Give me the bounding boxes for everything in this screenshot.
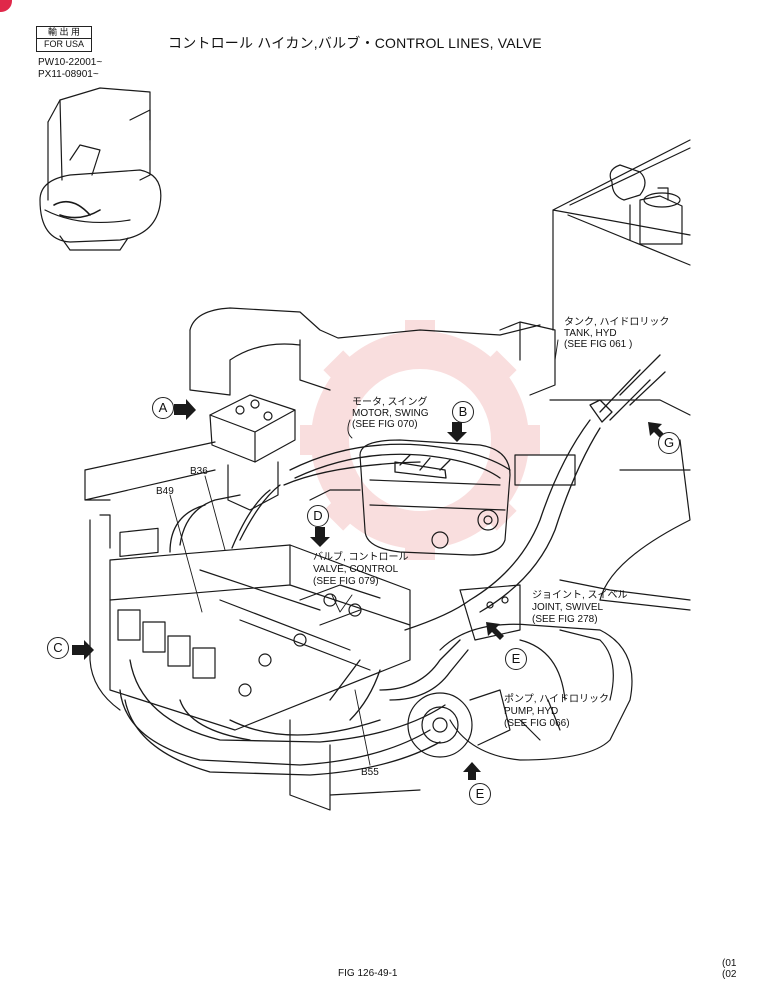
swivel-joint-shape: [459, 584, 521, 641]
valve-label-jp: バルブ, コントロール: [313, 552, 409, 563]
motor-label-ref: (SEE FIG 070): [352, 419, 418, 430]
view-marker-g: G: [658, 432, 680, 454]
stamp-jp: 輸 出 用: [47, 27, 80, 37]
view-marker-e-lower: E: [469, 783, 491, 805]
figure-number: FIG 126-49-1: [338, 968, 398, 979]
pilot-valve-shape: [209, 394, 296, 511]
pump-label-ref: (SEE FIG 066): [504, 718, 570, 729]
view-marker-c: C: [47, 637, 69, 659]
serial-2: PX11-08901~: [38, 69, 99, 80]
tank-label-jp: タンク, ハイドロリック: [564, 317, 670, 328]
motor-label-jp: モータ, スイング: [352, 397, 428, 408]
valve-label-en: VALVE, CONTROL: [313, 564, 399, 575]
pump-label-en: PUMP, HYD: [504, 706, 559, 717]
serial-1: PW10-22001~: [38, 57, 103, 68]
part-b55: B55: [361, 767, 379, 778]
joint-label-en: JOINT, SWIVEL: [532, 602, 604, 613]
tank-label-ref: (SEE FIG 061 ): [564, 339, 633, 350]
excavator-thumbnail: [39, 87, 162, 251]
machine-frame: [84, 307, 691, 811]
hydraulic-pump-shape: [407, 623, 633, 761]
pump-label-jp: ポンプ, ハイドロリック: [504, 694, 610, 705]
hydraulic-tank: [552, 139, 691, 331]
revision-mark-1: (01: [722, 958, 737, 969]
revision-mark-2: (02: [722, 969, 737, 980]
watermark-logo: [300, 320, 540, 560]
export-stamp: 輸 出 用 FOR USA: [36, 26, 92, 52]
joint-label-jp: ジョイント, スイベル: [532, 590, 628, 601]
control-valve-shape: [109, 527, 411, 731]
leader-lines: [169, 339, 559, 766]
motor-label-en: MOTOR, SWING: [352, 408, 429, 419]
swing-motor-shape: [359, 439, 511, 556]
stamp-en: FOR USA: [37, 38, 91, 50]
part-b36: B36: [190, 466, 208, 477]
view-marker-d: D: [307, 505, 329, 527]
valve-label-ref: (SEE FIG 079): [313, 576, 379, 587]
view-marker-e-upper: E: [505, 648, 527, 670]
view-marker-b: B: [452, 401, 474, 423]
view-marker-a: A: [152, 397, 174, 419]
part-b49: B49: [156, 486, 174, 497]
tank-label-en: TANK, HYD: [564, 328, 617, 339]
page-title: コントロール ハイカン,バルブ・CONTROL LINES, VALVE: [168, 35, 542, 51]
arrows: [72, 399, 666, 780]
hoses: [119, 354, 666, 776]
joint-label-ref: (SEE FIG 278): [532, 614, 598, 625]
